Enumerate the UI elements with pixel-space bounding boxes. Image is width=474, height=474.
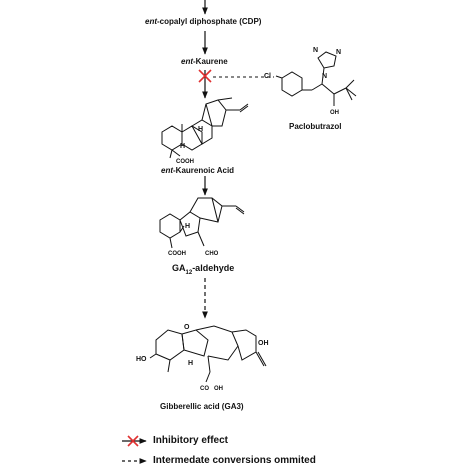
- legend-inhibit-cross: [127, 435, 139, 447]
- kaurenoic-h2: H: [180, 143, 185, 150]
- kaurenoic-cooh: COOH: [176, 159, 194, 165]
- paclobutrazol-structure: [275, 51, 357, 106]
- ga3-o: O: [184, 324, 190, 331]
- legend-inhibitory-label: Inhibitory effect: [153, 435, 229, 446]
- ga12-aldehyde-structure: [159, 197, 245, 249]
- ga12-h: H: [185, 223, 190, 230]
- label-cdp: ent-copalyl diphosphate (CDP): [145, 17, 262, 26]
- legend-intermediate-label: Intermedate conversions ommited: [153, 455, 316, 466]
- ga12-cho: CHO: [205, 251, 219, 257]
- pac-n3: N: [322, 73, 327, 80]
- pac-oh: OH: [330, 110, 339, 116]
- label-kaurene: ent-Kaurene: [181, 57, 228, 66]
- ga3-ho: HO: [136, 356, 147, 363]
- inhibition-cross: [198, 69, 212, 83]
- kaurenoic-acid-structure: [161, 97, 249, 159]
- ga3-cooh-oh: OH: [214, 386, 223, 392]
- kaurenoic-h1: H: [198, 126, 203, 133]
- label-paclobutrazol: Paclobutrazol: [289, 122, 342, 131]
- pac-n1: N: [313, 47, 318, 54]
- label-ga12-aldehyde: GA12-aldehyde: [172, 263, 235, 276]
- label-kaurenoic-acid: ent-Kaurenoic Acid: [161, 166, 235, 175]
- ga3-h: H: [188, 360, 193, 367]
- ga12-cooh: COOH: [168, 251, 186, 257]
- ga3-structure: [149, 325, 267, 383]
- ga3-oh-right: OH: [258, 340, 269, 347]
- label-ga3: Gibberellic acid (GA3): [160, 402, 244, 411]
- pac-cl: Cl: [264, 73, 271, 80]
- pac-n2: N: [336, 49, 341, 56]
- ga3-cooh-co: CO: [200, 386, 209, 392]
